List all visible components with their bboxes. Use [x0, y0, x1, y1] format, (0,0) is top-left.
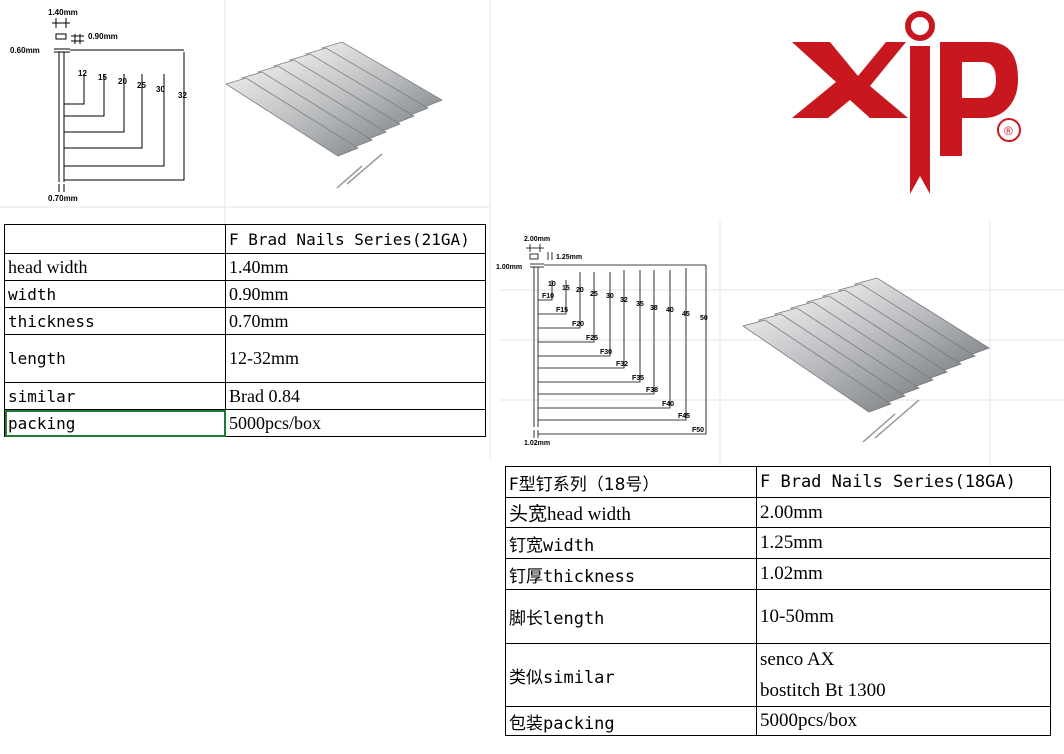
- brand-logo: ®: [792, 11, 1021, 194]
- similar-line: bostitch Bt 1300: [760, 680, 886, 701]
- spec-value[interactable]: senco AX bostitch Bt 1300: [756, 643, 1051, 707]
- table-row: 脚长length 10-50mm: [505, 589, 1051, 644]
- spec-value[interactable]: 10-50mm: [756, 589, 1051, 644]
- length-label: 38: [650, 305, 658, 312]
- length-code: F40: [662, 401, 674, 408]
- brad-nail-strips-photo-18ga: [742, 277, 990, 443]
- spec-value[interactable]: 5000pcs/box: [756, 706, 1051, 736]
- spec-value[interactable]: 5000pcs/box: [225, 409, 486, 437]
- table-row: 头宽head width 2.00mm: [505, 497, 1051, 528]
- length-label: 25: [590, 291, 598, 298]
- length-code: F35: [632, 375, 644, 382]
- length-code: F25: [586, 335, 598, 342]
- spec-label[interactable]: width: [4, 280, 226, 308]
- registered-symbol: ®: [1004, 124, 1013, 138]
- width-label: 0.90mm: [88, 32, 118, 41]
- spec-value[interactable]: Brad 0.84: [225, 382, 486, 410]
- spec-label[interactable]: 类似similar: [505, 643, 757, 707]
- head-thickness-label: 1.00mm: [496, 264, 522, 271]
- nail-dimension-diagram-18ga: 2.00mm 1.25mm 1.00mm 1.02mm 10 15 20 25 …: [496, 236, 708, 447]
- length-label: 35: [636, 301, 644, 308]
- length-label: 32: [620, 297, 628, 304]
- length-label: 20: [576, 287, 584, 294]
- table-row: packing 5000pcs/box: [4, 409, 486, 437]
- spec-label[interactable]: 钉宽width: [505, 527, 757, 559]
- table-header-series[interactable]: F Brad Nails Series(21GA): [225, 224, 486, 254]
- spec-label[interactable]: head width: [4, 253, 226, 281]
- spec-label[interactable]: 脚长length: [505, 589, 757, 644]
- brad-nail-strips-photo-21ga: [225, 41, 443, 189]
- head-width-label: 2.00mm: [524, 236, 550, 243]
- table-header-series-cn[interactable]: F型钉系列（18号）: [505, 466, 757, 498]
- head-width-label: 1.40mm: [48, 8, 78, 17]
- length-code: F45: [678, 413, 690, 420]
- length-label: 20: [118, 77, 127, 86]
- table-row: thickness 0.70mm: [4, 307, 486, 335]
- spec-table-21ga: F Brad Nails Series(21GA) head width 1.4…: [4, 224, 486, 437]
- length-label: 25: [137, 81, 146, 90]
- spec-label[interactable]: thickness: [4, 307, 226, 335]
- spec-label[interactable]: length: [4, 334, 226, 383]
- table-row: width 0.90mm: [4, 280, 486, 308]
- spec-value[interactable]: 1.40mm: [225, 253, 486, 281]
- length-code: F15: [556, 307, 568, 314]
- length-label: 32: [178, 91, 187, 100]
- spec-value[interactable]: 0.70mm: [225, 307, 486, 335]
- length-code: F10: [542, 293, 554, 300]
- spec-value[interactable]: 1.02mm: [756, 558, 1051, 590]
- length-code: F20: [572, 321, 584, 328]
- thickness-label: 0.70mm: [48, 194, 78, 203]
- length-label: 12: [78, 69, 87, 78]
- table-header-series[interactable]: F Brad Nails Series(18GA): [756, 466, 1051, 498]
- similar-line: senco AX: [760, 649, 835, 670]
- table-row: 包装packing 5000pcs/box: [505, 706, 1051, 736]
- spec-label[interactable]: similar: [4, 382, 226, 410]
- table-row: length 12-32mm: [4, 334, 486, 383]
- spec-label[interactable]: 包装packing: [505, 706, 757, 736]
- table-row: similar Brad 0.84: [4, 382, 486, 410]
- table-header-blank[interactable]: [4, 224, 226, 254]
- length-code: F32: [616, 361, 628, 368]
- registered-icon: [997, 118, 1021, 142]
- length-label: 45: [682, 311, 690, 318]
- length-label: 15: [98, 73, 107, 82]
- spec-label[interactable]: 钉厚thickness: [505, 558, 757, 590]
- spec-value[interactable]: 12-32mm: [225, 334, 486, 383]
- spec-value[interactable]: 0.90mm: [225, 280, 486, 308]
- table-row: head width 1.40mm: [4, 253, 486, 281]
- length-label: 15: [562, 285, 570, 292]
- table-row: 类似similar senco AX bostitch Bt 1300: [505, 643, 1051, 707]
- length-label: 30: [156, 85, 165, 94]
- length-code: F50: [692, 427, 704, 434]
- thickness-label: 1.02mm: [524, 440, 550, 447]
- length-label: 40: [666, 307, 674, 314]
- selected-cell[interactable]: packing: [4, 409, 226, 437]
- length-code: F30: [600, 349, 612, 356]
- length-label: 50: [700, 315, 708, 322]
- width-label: 1.25mm: [556, 254, 582, 261]
- spec-label[interactable]: 头宽head width: [505, 497, 757, 528]
- head-thickness-label: 0.60mm: [10, 46, 40, 55]
- table-row: 钉宽width 1.25mm: [505, 527, 1051, 559]
- spec-value[interactable]: 2.00mm: [756, 497, 1051, 528]
- length-code: F38: [646, 387, 658, 394]
- length-label: 10: [548, 281, 556, 288]
- table-row: 钉厚thickness 1.02mm: [505, 558, 1051, 590]
- spec-value[interactable]: 1.25mm: [756, 527, 1051, 559]
- spec-table-18ga: F型钉系列（18号） F Brad Nails Series(18GA) 头宽h…: [505, 466, 1051, 736]
- nail-dimension-diagram-21ga: 1.40mm 0.90mm 0.60mm 0.70mm 12 15 20 25 …: [10, 8, 187, 203]
- length-label: 30: [606, 293, 614, 300]
